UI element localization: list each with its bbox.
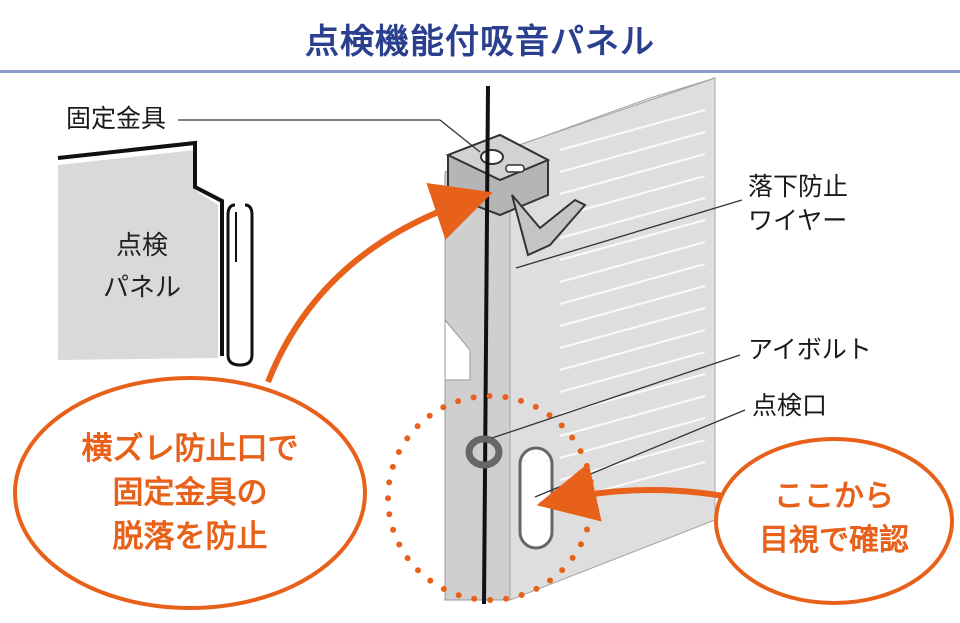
label-wire-line1: 落下防止 xyxy=(748,172,849,201)
arrow-to-bracket xyxy=(265,182,493,384)
callout-left-line2: 固定金具の xyxy=(112,475,268,511)
fall-prevention-wire xyxy=(482,85,490,605)
callout-right-line2: 目視で確認 xyxy=(759,523,909,558)
label-inspection-panel: 点検 パネル xyxy=(92,225,192,309)
callout-left-text: 横ズレ防止口で 固定金具の 脱落を防止 xyxy=(40,427,340,559)
label-inspection-port: 点検口 xyxy=(752,391,828,420)
leader-eyebolt xyxy=(491,354,741,439)
eyebolt xyxy=(465,435,503,469)
label-eyebolt: アイボルト xyxy=(748,335,872,364)
inspection-port xyxy=(518,446,554,550)
callout-left-line1: 横ズレ防止口で xyxy=(81,431,299,467)
label-inspection-panel-line2: パネル xyxy=(102,273,181,303)
label-inspection-panel-line1: 点検 xyxy=(115,231,168,261)
callout-right-text: ここから 目視で確認 xyxy=(716,475,952,563)
label-wire-line2: ワイヤー xyxy=(748,206,848,235)
callout-left-line3: 脱落を防止 xyxy=(112,519,268,555)
label-wire: 落下防止 ワイヤー xyxy=(748,170,848,238)
callout-right-line1: ここから xyxy=(774,479,894,514)
callout-left-bubble xyxy=(13,376,367,610)
title-underline xyxy=(0,70,960,73)
label-fixing-bracket: 固定金具 xyxy=(66,104,167,133)
page-title: 点検機能付吸音パネル xyxy=(305,22,655,62)
panel-cross-section xyxy=(57,140,254,367)
callout-right-bubble xyxy=(714,437,954,605)
leader-wire xyxy=(515,199,743,269)
